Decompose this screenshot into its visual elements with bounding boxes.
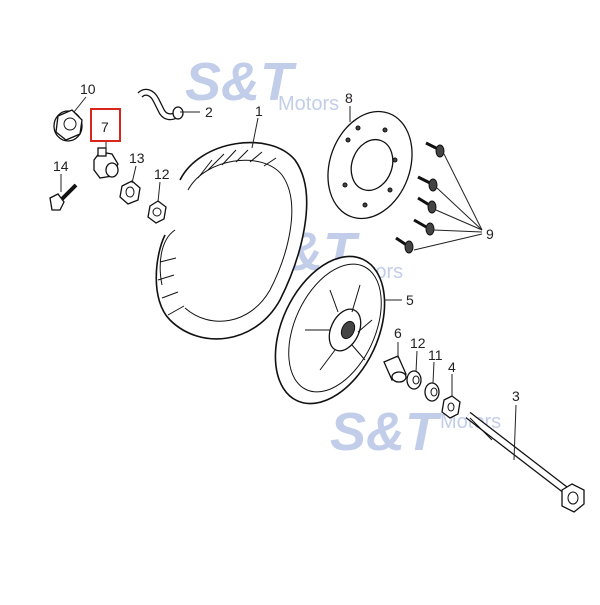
callout-14: 14 <box>53 158 69 174</box>
part-bearing <box>424 382 440 402</box>
callout-12-lower: 12 <box>410 335 426 351</box>
callout-11: 11 <box>428 347 443 363</box>
part-axle <box>465 411 585 513</box>
callout-10: 10 <box>80 81 96 97</box>
part-spacer <box>383 355 407 383</box>
part-disc-bolts <box>395 141 445 254</box>
part-tire <box>155 141 308 340</box>
part-brake-disc <box>327 110 413 220</box>
callout-12-upper: 12 <box>154 166 170 182</box>
callout-4: 4 <box>448 359 456 375</box>
leader-lines <box>60 96 517 461</box>
part-flange-nut <box>53 109 83 142</box>
callout-13: 13 <box>129 150 145 166</box>
callout-7: 7 <box>101 119 109 135</box>
callout-labels: 10 7 2 1 8 14 13 12 9 5 6 12 11 4 3 <box>53 81 520 404</box>
callout-5: 5 <box>406 292 414 308</box>
part-collar-upper <box>147 200 167 224</box>
part-axle-nut <box>441 395 461 419</box>
part-valve-elbow <box>93 147 119 179</box>
part-nut-13 <box>119 180 141 205</box>
highlight-box-part-7 <box>90 108 121 142</box>
callout-8: 8 <box>345 90 353 106</box>
part-wheel-rim <box>274 255 386 405</box>
part-valve-stem <box>137 88 184 121</box>
part-collar-lower <box>406 370 422 390</box>
callout-1: 1 <box>255 103 263 119</box>
watermark-logo-top: S&T <box>185 52 297 112</box>
watermark-top: S&T Motors <box>185 52 339 115</box>
watermark-text-top: Motors <box>278 93 339 115</box>
callout-3: 3 <box>512 388 520 404</box>
part-bolt-small <box>49 183 78 211</box>
watermark-logo-bottom: S&T <box>330 402 442 462</box>
callout-9: 9 <box>486 226 494 242</box>
watermark-bottom: S&T Motors <box>330 402 501 462</box>
callout-6: 6 <box>394 325 402 341</box>
callout-2: 2 <box>205 104 213 120</box>
